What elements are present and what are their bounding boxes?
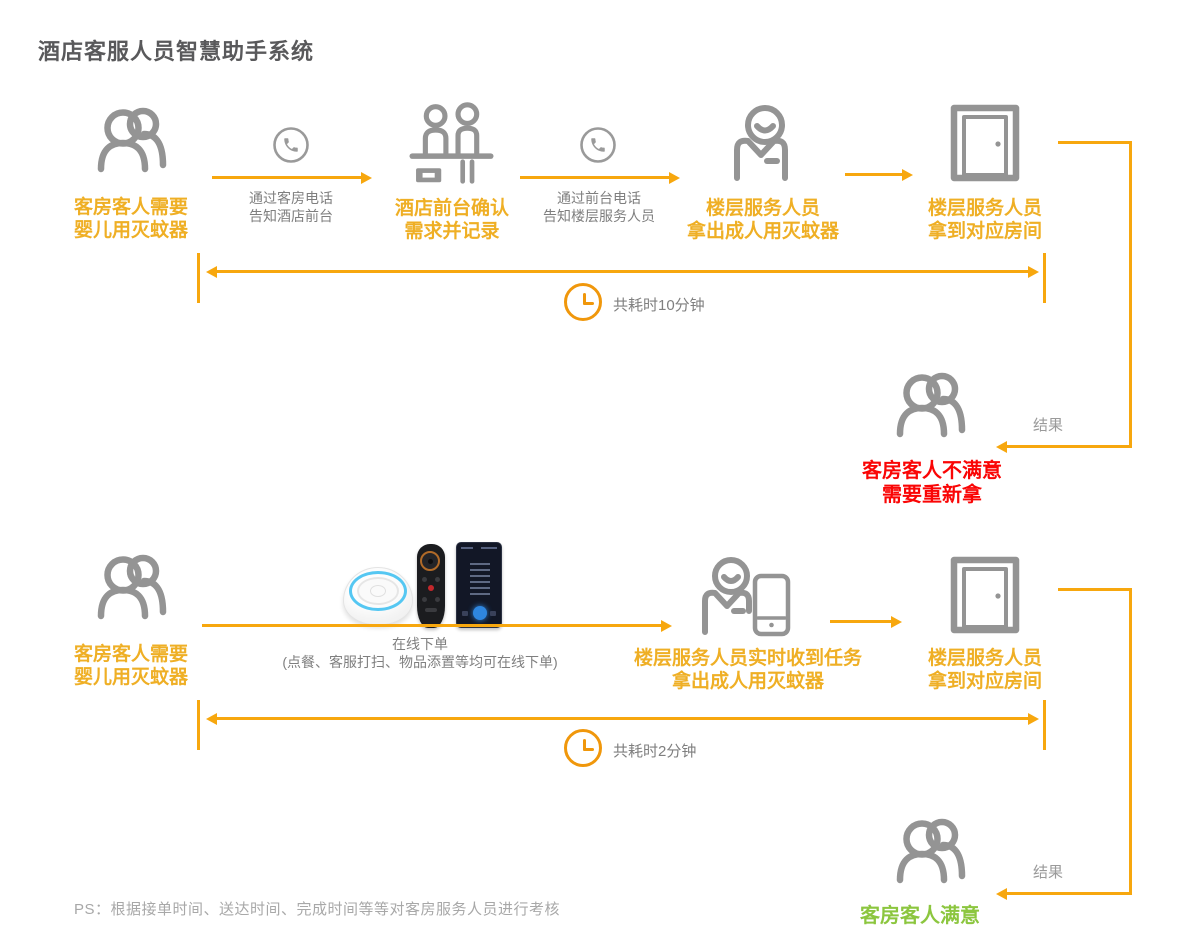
arrow-head [361, 171, 372, 184]
bracket-bar [1043, 253, 1046, 303]
floor-staff-phone-icon [702, 557, 791, 637]
arrow-head [206, 712, 217, 725]
step-label-room-door: 楼层服务人员 拿到对应房间 [927, 648, 1042, 692]
clock-icon [564, 283, 602, 321]
step-label-guest: 客房客人需要 婴儿用灭蚊器 [73, 644, 188, 688]
arrow-head [996, 887, 1007, 900]
arrow-head [902, 168, 913, 181]
bracket-bar [197, 700, 200, 750]
voice-remote-image [417, 544, 445, 628]
elbow-line [1058, 588, 1132, 591]
floor-staff-icon [734, 105, 788, 181]
span-arrow-line [214, 270, 1028, 273]
bracket-bar [197, 253, 200, 303]
elbow-line [1007, 445, 1132, 448]
arrow-line [212, 176, 364, 179]
connector-label-online-order: 在线下单 (点餐、客服打扫、物品添置等均可在线下单) [282, 636, 558, 670]
guest-group-icon [97, 107, 167, 173]
elbow-line [1007, 892, 1132, 895]
arrow-head [206, 265, 217, 278]
arrow-head [891, 615, 902, 628]
result-caption: 结果 [1033, 417, 1064, 434]
arrow-head [996, 440, 1007, 453]
connector-label: 通过前台电话 告知楼层服务人员 [543, 190, 655, 224]
connector-label: 通过客房电话 告知酒店前台 [249, 190, 333, 224]
arrow-head [1028, 712, 1039, 725]
elbow-line [1129, 141, 1132, 448]
step-label-front-desk: 酒店前台确认 需求并记录 [394, 198, 509, 242]
step-label-floor-staff: 楼层服务人员实时收到任务 拿出成人用灭蚊器 [633, 648, 862, 692]
step-label-guest: 客房客人需要 婴儿用灭蚊器 [73, 197, 188, 241]
guest-group-icon [896, 818, 966, 884]
smart-speaker-image [343, 567, 413, 627]
room-door-icon [950, 104, 1020, 182]
step-label-floor-staff: 楼层服务人员 拿出成人用灭蚊器 [686, 198, 839, 242]
guest-group-icon [896, 372, 966, 438]
footnote: PS：根据接单时间、送达时间、完成时间等等对客房服务人员进行考核 [74, 901, 561, 918]
arrow-head [669, 171, 680, 184]
app-phone-image [456, 542, 502, 628]
arrow-line [830, 620, 894, 623]
elbow-line [1129, 588, 1132, 895]
arrow-line [202, 624, 664, 627]
clock-icon [564, 729, 602, 767]
result-caption: 结果 [1033, 864, 1064, 881]
phone-call-icon [273, 127, 309, 163]
timer-label: 共耗时2分钟 [613, 743, 697, 760]
arrow-line [845, 173, 905, 176]
guest-group-icon [97, 554, 167, 620]
page-title: 酒店客服人员智慧助手系统 [38, 39, 315, 64]
arrow-line [520, 176, 672, 179]
step-label-room-door: 楼层服务人员 拿到对应房间 [927, 198, 1042, 242]
front-desk-icon [409, 102, 494, 184]
phone-call-icon [580, 127, 616, 163]
bracket-bar [1043, 700, 1046, 750]
arrow-head [661, 619, 672, 632]
arrow-head [1028, 265, 1039, 278]
elbow-line [1058, 141, 1132, 144]
span-arrow-line [214, 717, 1028, 720]
outcome-positive-label: 客房客人满意 [860, 905, 980, 927]
outcome-negative-label: 客房客人不满意 需要重新拿 [862, 460, 1002, 506]
timer-label: 共耗时10分钟 [613, 297, 705, 314]
room-door-icon [950, 556, 1020, 634]
